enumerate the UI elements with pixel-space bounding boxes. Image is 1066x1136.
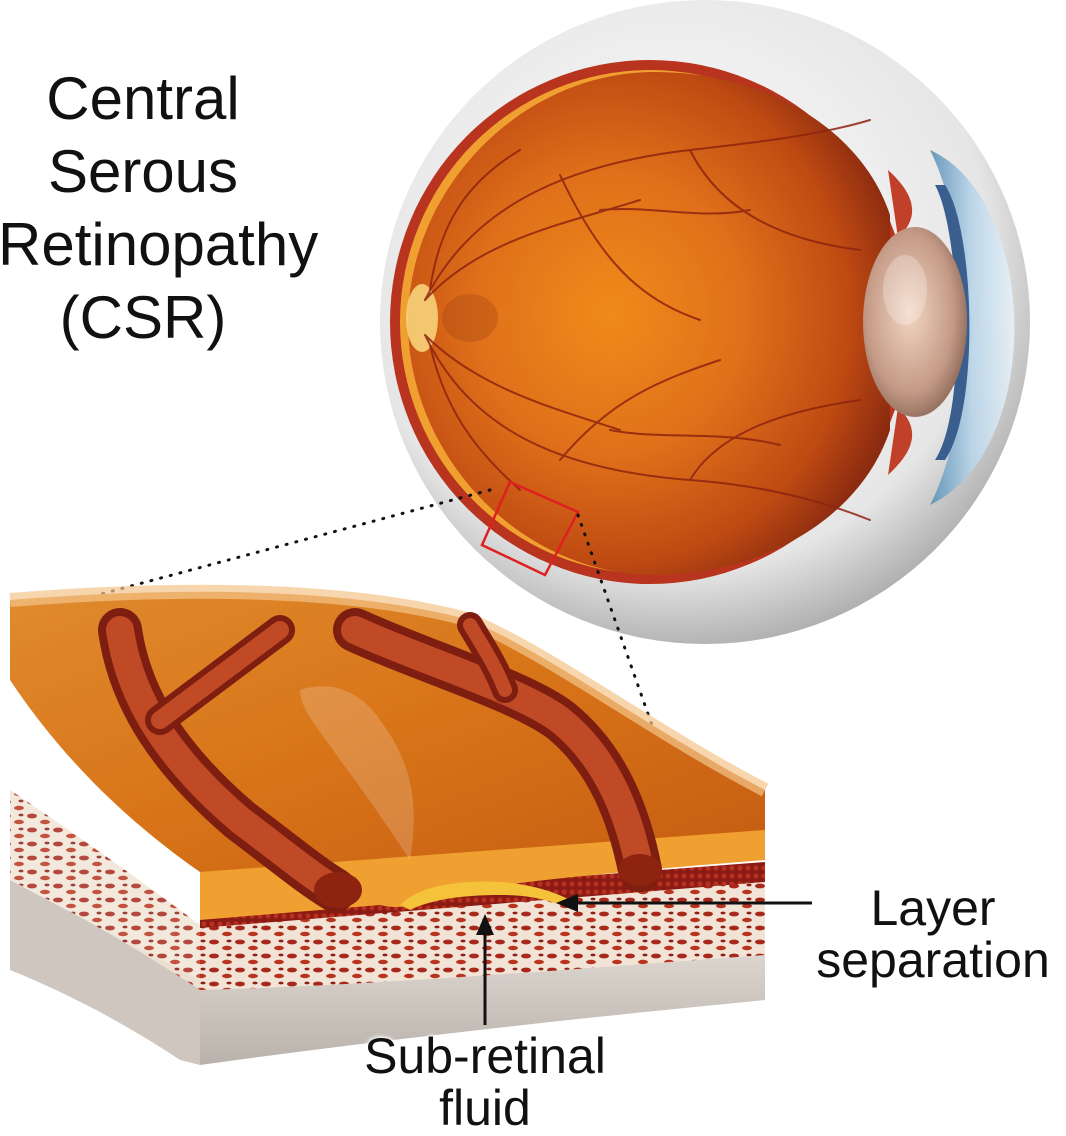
- layer-separation-label: Layer separation: [800, 882, 1066, 986]
- title-line-4: (CSR): [0, 281, 288, 354]
- eyeball: [380, 0, 1030, 644]
- subretinal-fluid-label: Sub-retinal fluid: [330, 1030, 640, 1134]
- retina-tissue-block: [10, 592, 765, 1065]
- lens: [863, 227, 967, 417]
- subretinal-fluid-line-1: Sub-retinal: [330, 1030, 640, 1082]
- vessel-cut-end: [314, 872, 362, 908]
- lens-highlight: [883, 255, 927, 325]
- macula: [442, 294, 498, 342]
- title-line-3: Retinopathy: [0, 208, 288, 281]
- subretinal-fluid-line-2: fluid: [330, 1082, 640, 1134]
- title-line-2: Serous: [0, 135, 288, 208]
- vessel-cut-end: [618, 854, 662, 886]
- layer-separation-line-1: Layer: [800, 882, 1066, 934]
- diagram-title: Central Serous Retinopathy (CSR): [0, 62, 288, 354]
- layer-separation-line-2: separation: [800, 934, 1066, 986]
- title-line-1: Central: [0, 62, 288, 135]
